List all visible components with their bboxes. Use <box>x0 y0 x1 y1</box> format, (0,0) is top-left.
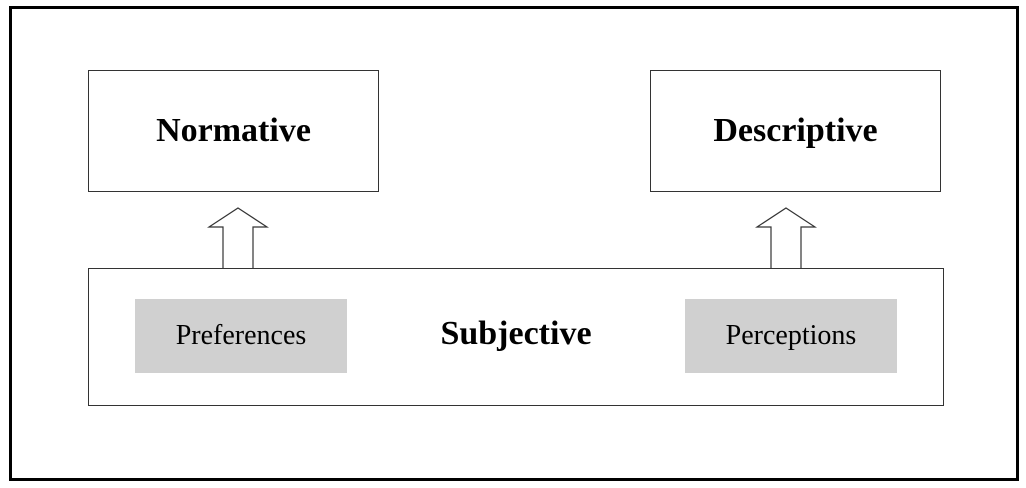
subjective-box: Preferences Subjective Perceptions <box>88 268 944 406</box>
descriptive-label: Descriptive <box>713 112 878 149</box>
perceptions-item: Perceptions <box>685 299 897 373</box>
preferences-item: Preferences <box>135 299 347 373</box>
subjective-label: Subjective <box>440 315 592 352</box>
normative-box: Normative <box>88 70 379 192</box>
perceptions-label: Perceptions <box>725 320 857 351</box>
normative-label: Normative <box>156 112 311 149</box>
preferences-label: Preferences <box>175 320 307 351</box>
diagram-frame: Normative Descriptive Preferences Subjec… <box>9 6 1019 481</box>
descriptive-box: Descriptive <box>650 70 941 192</box>
